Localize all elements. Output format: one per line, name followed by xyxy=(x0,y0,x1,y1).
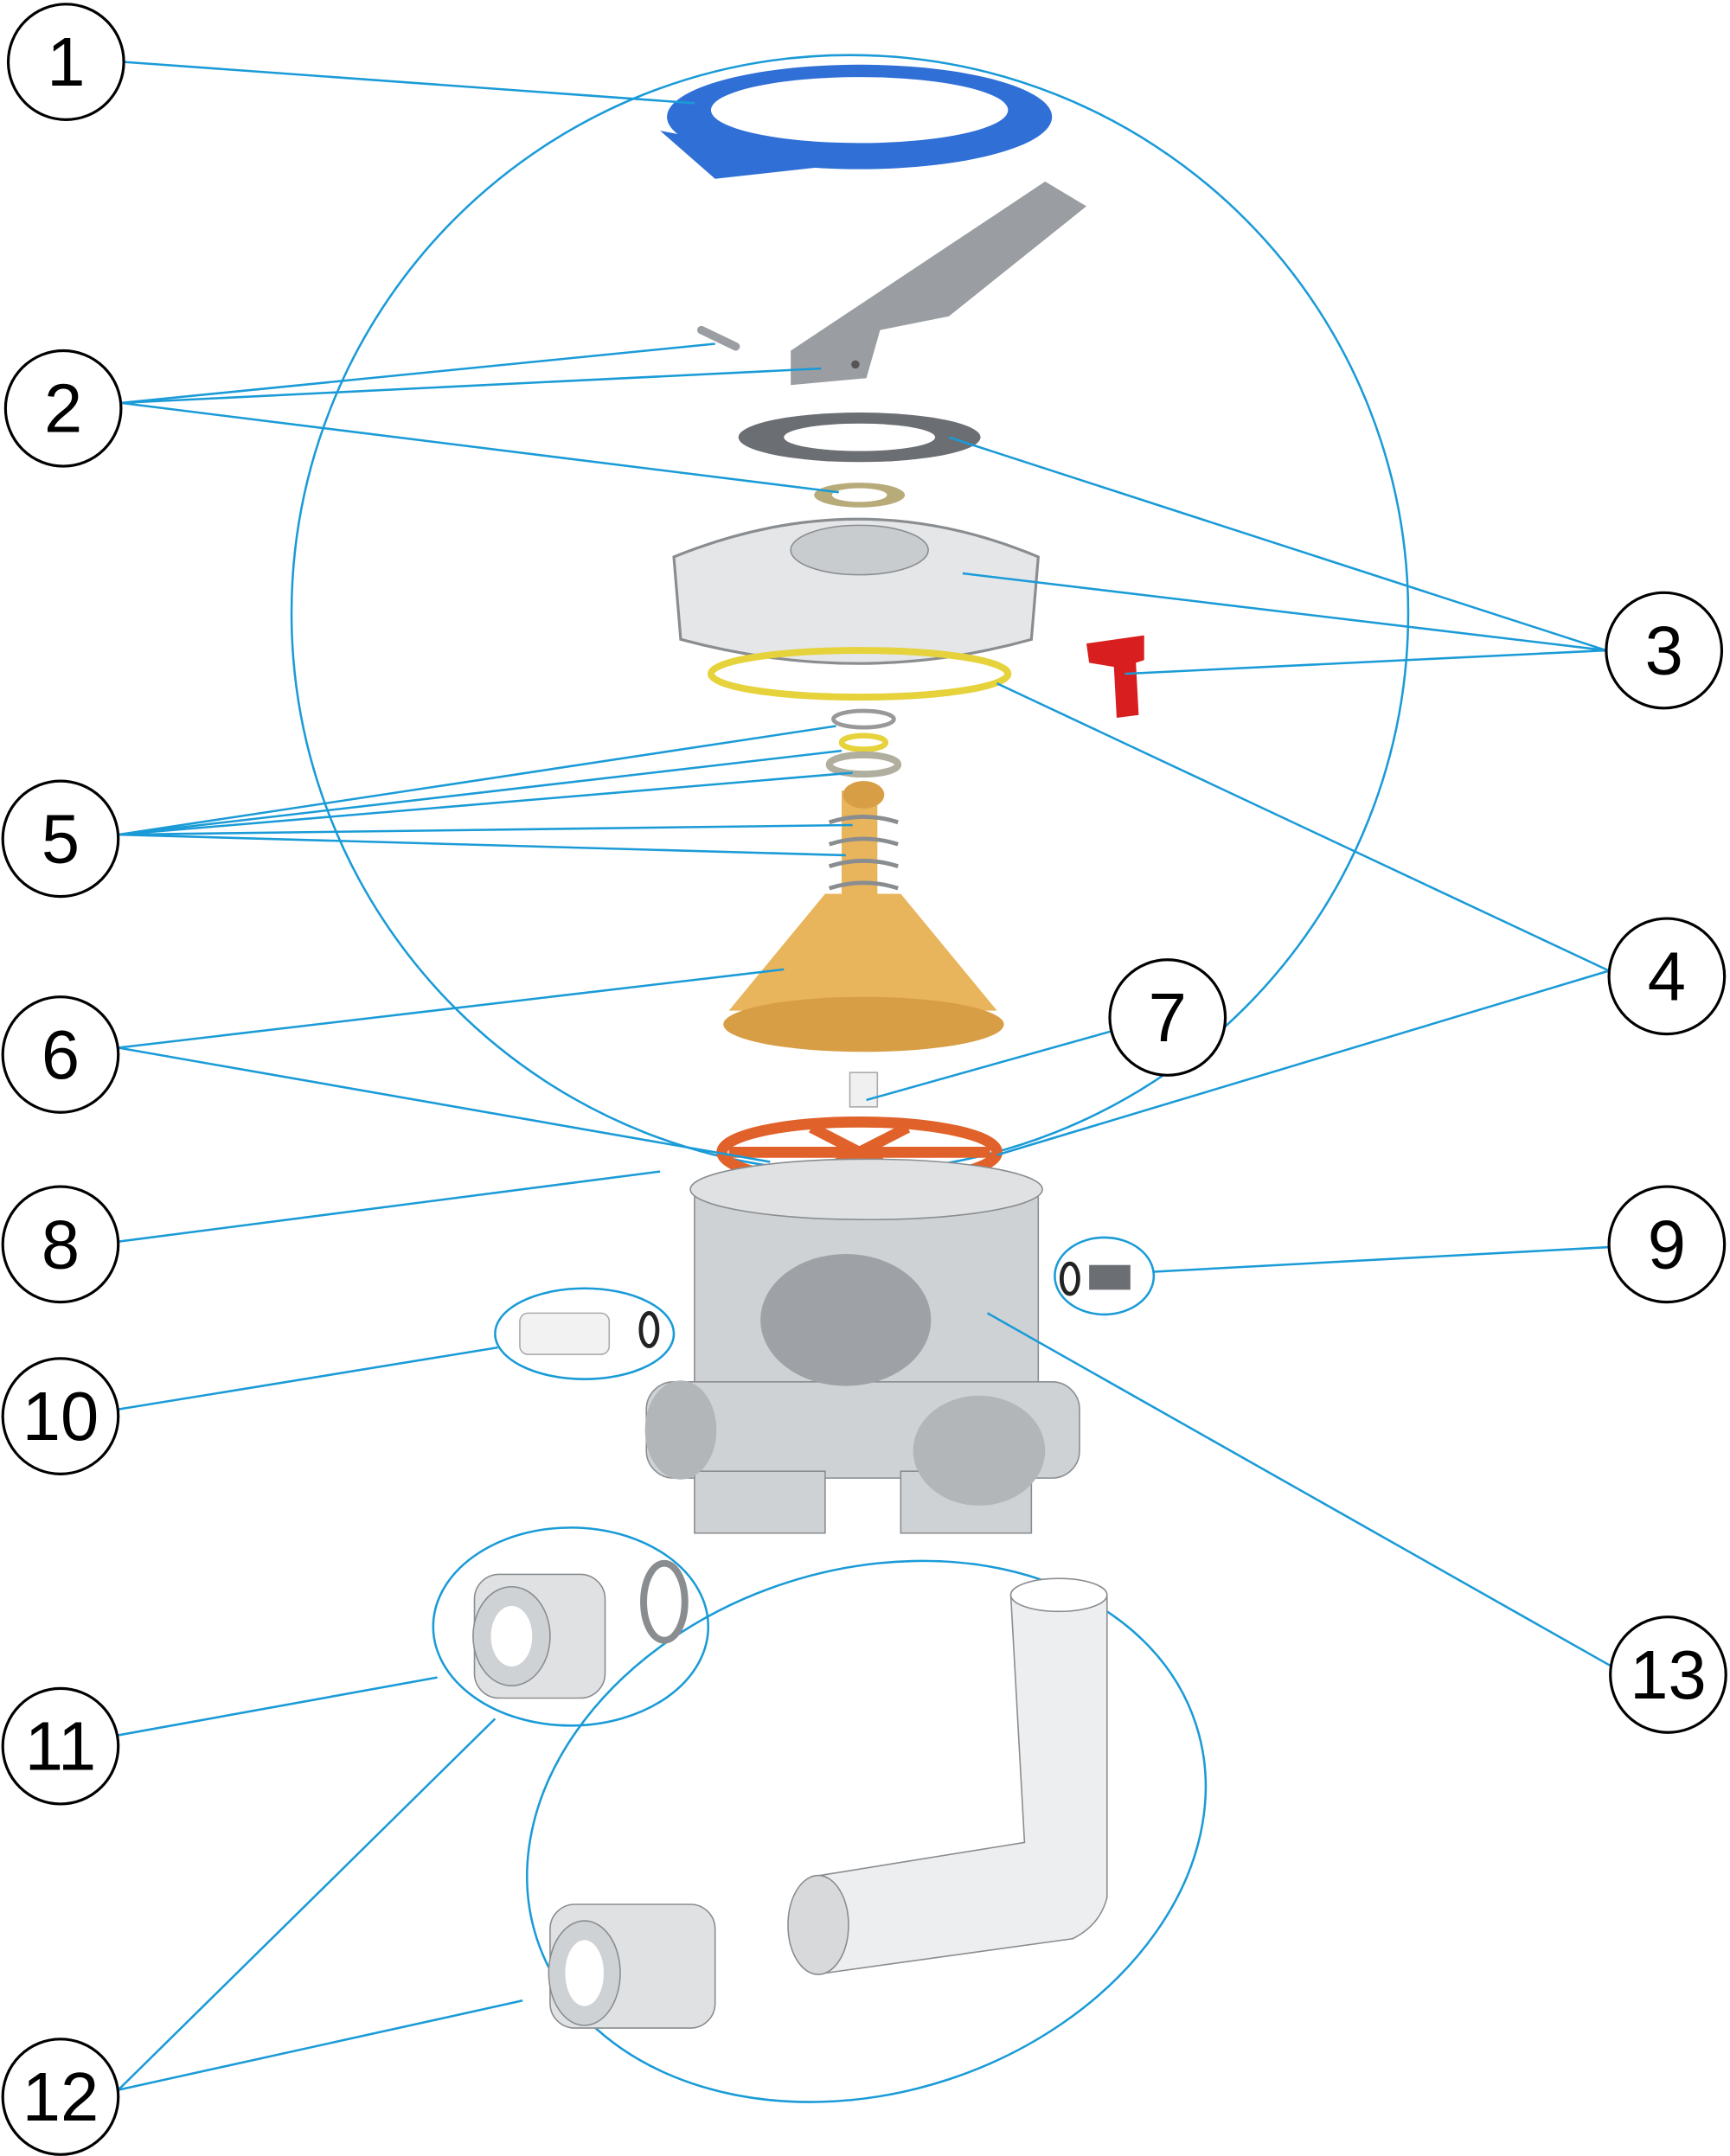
callout-10: 10 xyxy=(1,1357,120,1475)
part-yellow-oring xyxy=(707,647,1012,701)
callout-7: 7 xyxy=(1108,958,1227,1077)
callout-5: 5 xyxy=(1,779,120,899)
svg-text:2: 2 xyxy=(44,370,82,447)
svg-text:9: 9 xyxy=(1648,1206,1686,1283)
callout-3: 3 xyxy=(1605,591,1724,710)
callout-1: 1 xyxy=(6,3,125,121)
group-ring-9 xyxy=(1054,1236,1156,1316)
callout-2: 2 xyxy=(3,349,123,468)
group-ring-11 xyxy=(432,1526,710,1727)
svg-text:13: 13 xyxy=(1630,1636,1706,1713)
part-elbow-pipe xyxy=(787,1577,1108,1975)
part-red-plug xyxy=(1086,635,1144,718)
callout-13: 13 xyxy=(1609,1615,1727,1734)
svg-text:4: 4 xyxy=(1648,937,1686,1014)
svg-text:10: 10 xyxy=(22,1378,99,1455)
svg-text:5: 5 xyxy=(42,800,80,877)
callout-8: 8 xyxy=(1,1185,120,1304)
part-handle xyxy=(697,181,1086,386)
part-union-11 xyxy=(472,1559,689,1699)
part-cover xyxy=(672,517,1040,665)
svg-text:1: 1 xyxy=(47,23,85,100)
part-union-12 xyxy=(548,1903,716,2029)
callout-9: 9 xyxy=(1607,1185,1727,1304)
callout-6: 6 xyxy=(1,995,120,1114)
part-drain-plug xyxy=(1059,1261,1131,1296)
group-ring-12 xyxy=(526,1559,1208,2103)
svg-text:12: 12 xyxy=(22,2058,99,2135)
svg-text:11: 11 xyxy=(25,1708,97,1785)
part-stem-washers xyxy=(825,708,902,778)
svg-text:7: 7 xyxy=(1149,979,1187,1056)
part-valve-body xyxy=(644,1158,1080,1534)
part-blue-ring xyxy=(660,64,1053,179)
group-ring-10 xyxy=(494,1287,676,1380)
part-pin xyxy=(849,1072,879,1108)
part-rotor-cone xyxy=(723,893,1004,1052)
svg-text:6: 6 xyxy=(42,1016,80,1093)
svg-text:3: 3 xyxy=(1645,612,1683,689)
callout-11: 11 xyxy=(1,1686,120,1806)
part-sight-glass xyxy=(519,1310,660,1355)
callout-12: 12 xyxy=(1,2038,120,2156)
part-gasket-flat xyxy=(738,413,981,463)
part-small-washer xyxy=(814,483,906,508)
leader-lines xyxy=(117,61,1612,2091)
svg-text:8: 8 xyxy=(42,1206,80,1283)
callout-4: 4 xyxy=(1607,917,1727,1036)
